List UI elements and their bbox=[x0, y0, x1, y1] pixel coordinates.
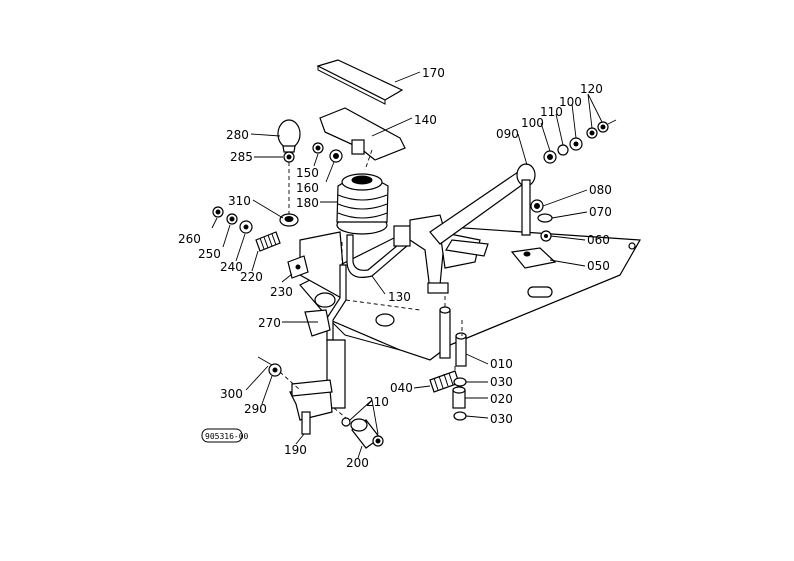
label-260: 260 bbox=[178, 232, 201, 246]
label-300: 300 bbox=[220, 387, 243, 401]
label-160: 160 bbox=[296, 181, 319, 195]
bracket-190 bbox=[289, 379, 333, 435]
drawing-number-stamp: 905316-00 bbox=[201, 428, 249, 443]
washer-240 bbox=[239, 220, 253, 234]
label-170: 170 bbox=[422, 66, 445, 80]
washer-290 bbox=[268, 363, 282, 377]
nut-285 bbox=[283, 151, 295, 163]
label-020: 020 bbox=[490, 392, 513, 406]
nut-080 bbox=[530, 199, 544, 213]
nut-260 bbox=[212, 206, 224, 218]
label-140: 140 bbox=[414, 113, 437, 127]
bracket-230 bbox=[287, 255, 309, 279]
label-110: 110 bbox=[540, 105, 563, 119]
knob-280 bbox=[277, 119, 301, 153]
label-310: 310 bbox=[228, 194, 251, 208]
washer-030a bbox=[453, 377, 467, 387]
label-190: 190 bbox=[284, 443, 307, 457]
label-050: 050 bbox=[587, 259, 610, 273]
sleeve-020 bbox=[452, 386, 466, 409]
pedal-pad-170 bbox=[316, 59, 404, 105]
label-220: 220 bbox=[240, 270, 263, 284]
label-150: 150 bbox=[296, 166, 319, 180]
lever-090 bbox=[429, 163, 536, 245]
label-285: 285 bbox=[230, 150, 253, 164]
label-030b: 030 bbox=[490, 412, 513, 426]
part-labels: 170 140 280 285 150 160 180 310 260 250 … bbox=[178, 66, 612, 470]
label-230: 230 bbox=[270, 285, 293, 299]
nut-150 bbox=[312, 142, 324, 154]
washer-310 bbox=[279, 213, 299, 227]
drawing-number: 905316-00 bbox=[205, 432, 249, 441]
label-250: 250 bbox=[198, 247, 221, 261]
leader-lines bbox=[211, 71, 603, 459]
label-270: 270 bbox=[258, 316, 281, 330]
label-100a: 100 bbox=[521, 116, 544, 130]
washer-070 bbox=[537, 213, 553, 223]
label-010: 010 bbox=[490, 357, 513, 371]
washer-stack bbox=[543, 119, 617, 164]
washer-060 bbox=[540, 230, 552, 242]
assembly-lines bbox=[279, 149, 463, 419]
label-080: 080 bbox=[589, 183, 612, 197]
label-040: 040 bbox=[390, 381, 413, 395]
pedal-140 bbox=[319, 107, 406, 161]
label-030a: 030 bbox=[490, 375, 513, 389]
label-240: 240 bbox=[220, 260, 243, 274]
label-200: 200 bbox=[346, 456, 369, 470]
plate-050 bbox=[510, 247, 557, 269]
spring-220 bbox=[255, 231, 281, 252]
label-130: 130 bbox=[388, 290, 411, 304]
boot-180 bbox=[336, 173, 389, 235]
label-120: 120 bbox=[580, 82, 603, 96]
label-100b: 100 bbox=[559, 95, 582, 109]
label-090: 090 bbox=[496, 127, 519, 141]
label-060: 060 bbox=[587, 233, 610, 247]
label-070: 070 bbox=[589, 205, 612, 219]
washer-210 bbox=[341, 417, 384, 447]
washer-250 bbox=[226, 213, 238, 225]
label-210: 210 bbox=[366, 395, 389, 409]
washer-030b bbox=[453, 411, 467, 421]
label-280: 280 bbox=[226, 128, 249, 142]
nut-160 bbox=[329, 149, 343, 163]
shaft-130 bbox=[346, 225, 411, 278]
pin-010 bbox=[439, 306, 467, 367]
label-290: 290 bbox=[244, 402, 267, 416]
label-180: 180 bbox=[296, 196, 319, 210]
pin-300 bbox=[257, 356, 273, 366]
